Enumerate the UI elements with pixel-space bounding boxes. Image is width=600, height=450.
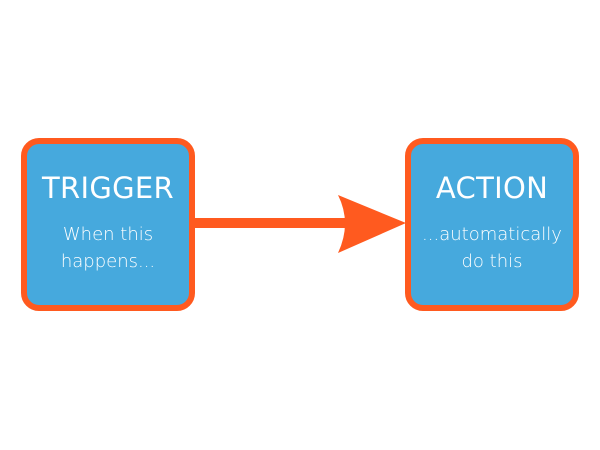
trigger-title: TRIGGER <box>42 171 174 205</box>
arrow-right-icon <box>194 195 406 253</box>
trigger-description-line-1: When this <box>62 224 154 245</box>
arrow-head <box>338 195 406 253</box>
trigger-description-line-2: happens... <box>60 251 156 272</box>
action-description: ...automatically do this <box>407 221 577 275</box>
action-title: ACTION <box>435 171 549 205</box>
trigger-description: When this happens... <box>23 221 193 275</box>
arrow-shaft <box>194 218 354 228</box>
action-box: ACTION ...automatically do this <box>405 138 579 311</box>
action-description-line-1: ...automatically <box>422 224 562 245</box>
trigger-box: TRIGGER When this happens... <box>21 138 195 311</box>
action-description-line-2: do this <box>461 251 523 272</box>
